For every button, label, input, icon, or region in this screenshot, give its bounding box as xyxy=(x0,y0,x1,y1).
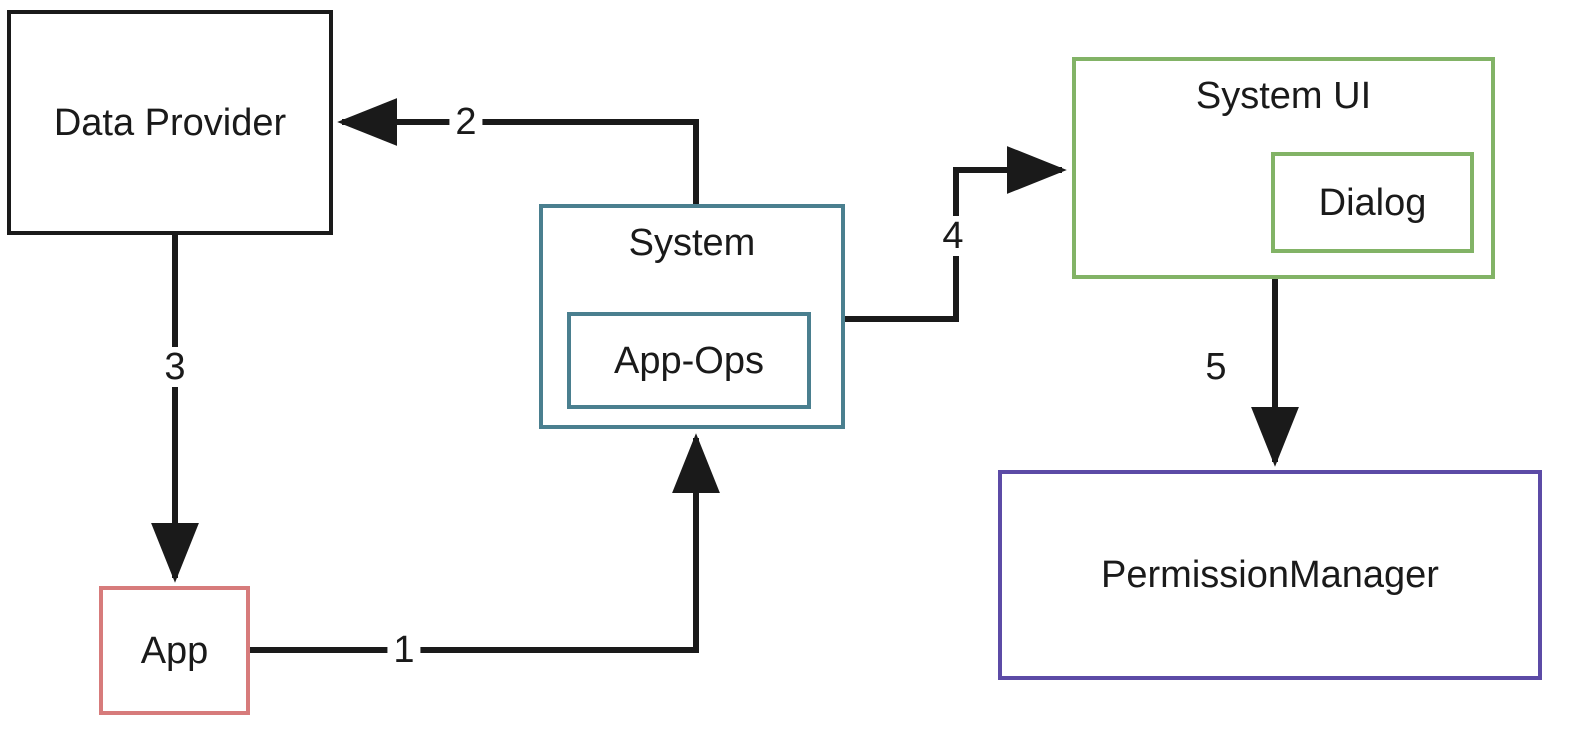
edge-2-path xyxy=(337,98,699,204)
node-permission-manager[interactable]: PermissionManager xyxy=(998,470,1542,680)
edge-label-2: 2 xyxy=(449,102,483,142)
node-app-ops[interactable]: App-Ops xyxy=(567,312,811,409)
edge-label-5: 5 xyxy=(1199,347,1233,387)
edge-label-1: 1 xyxy=(387,630,421,670)
node-app-ops-label: App-Ops xyxy=(614,339,764,382)
edge-label-4: 4 xyxy=(936,216,970,256)
node-app-label: App xyxy=(140,629,209,672)
node-data-provider-label: Data Provider xyxy=(53,101,287,144)
node-dialog-label: Dialog xyxy=(1318,181,1427,224)
node-data-provider[interactable]: Data Provider xyxy=(7,10,333,235)
node-app[interactable]: App xyxy=(99,586,250,715)
node-system-ui-label: System UI xyxy=(1195,75,1372,117)
edge-1-path xyxy=(250,433,720,653)
edge-label-3: 3 xyxy=(158,347,192,387)
node-system-label: System xyxy=(628,222,756,264)
node-dialog[interactable]: Dialog xyxy=(1271,152,1474,253)
node-permission-manager-label: PermissionManager xyxy=(1101,554,1439,596)
